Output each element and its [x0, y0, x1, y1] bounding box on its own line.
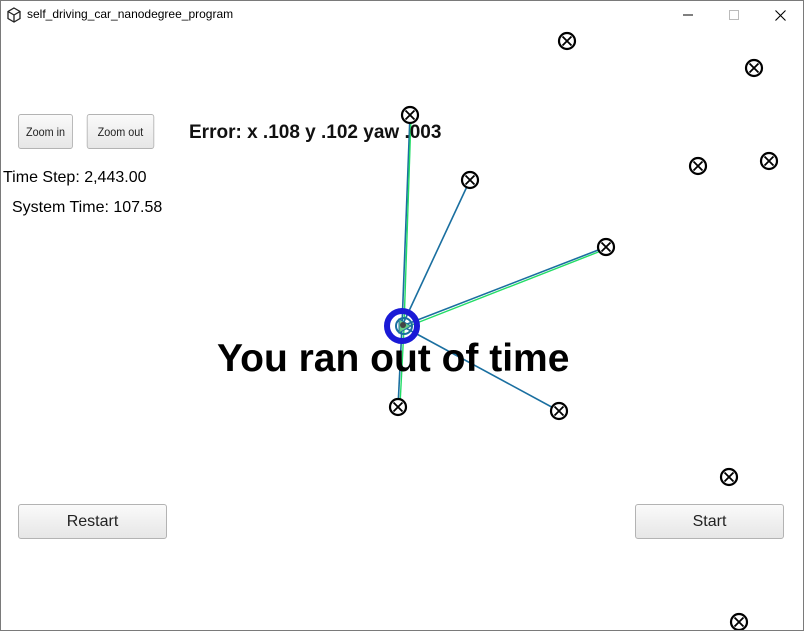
- minimize-button[interactable]: [665, 1, 711, 29]
- prediction-line: [403, 248, 607, 329]
- time-step-label: Time Step: 2,443.00: [3, 169, 147, 186]
- vehicle-marker: [384, 308, 420, 344]
- prediction-line: [403, 116, 412, 327]
- observation-lines: [397, 114, 607, 412]
- restart-label: Restart: [66, 512, 119, 530]
- title-bar: self_driving_car_nanodegree_program: [1, 1, 803, 29]
- start-label: Start: [692, 512, 727, 530]
- landmarks: [388, 31, 779, 630]
- observation-line: [401, 179, 471, 327]
- landmark-marker: [729, 612, 749, 630]
- window-title: self_driving_car_nanodegree_program: [27, 7, 234, 21]
- landmark-marker: [557, 31, 577, 51]
- observation-line: [401, 246, 607, 327]
- landmark-marker: [744, 58, 764, 78]
- landmark-marker: [400, 105, 420, 125]
- zoom-out-button[interactable]: Zoom out: [86, 114, 155, 149]
- landmark-marker: [719, 467, 739, 487]
- zoom-in-button[interactable]: Zoom in: [18, 114, 73, 149]
- start-button[interactable]: Start: [635, 504, 784, 539]
- restart-button[interactable]: Restart: [18, 504, 167, 539]
- minimize-icon: [683, 14, 693, 16]
- landmark-marker: [460, 170, 480, 190]
- landmark-marker: [388, 397, 408, 417]
- zoom-out-label: Zoom out: [97, 124, 144, 139]
- maximize-icon: [729, 10, 739, 20]
- observation-line: [401, 325, 560, 412]
- timeout-message: You ran out of time: [217, 337, 570, 380]
- observation-line: [401, 114, 411, 327]
- unity-icon: [7, 7, 21, 23]
- zoom-in-label: Zoom in: [25, 124, 66, 139]
- landmark-marker: [596, 237, 616, 257]
- system-time-label: System Time: 107.58: [12, 199, 163, 216]
- landmark-marker: [688, 156, 708, 176]
- maximize-button[interactable]: [711, 1, 757, 29]
- landmark-marker: [759, 151, 779, 171]
- close-icon: [774, 9, 786, 21]
- close-button[interactable]: [757, 1, 803, 29]
- landmark-marker: [549, 401, 569, 421]
- error-readout: Error: x .108 y .102 yaw .003: [189, 122, 442, 143]
